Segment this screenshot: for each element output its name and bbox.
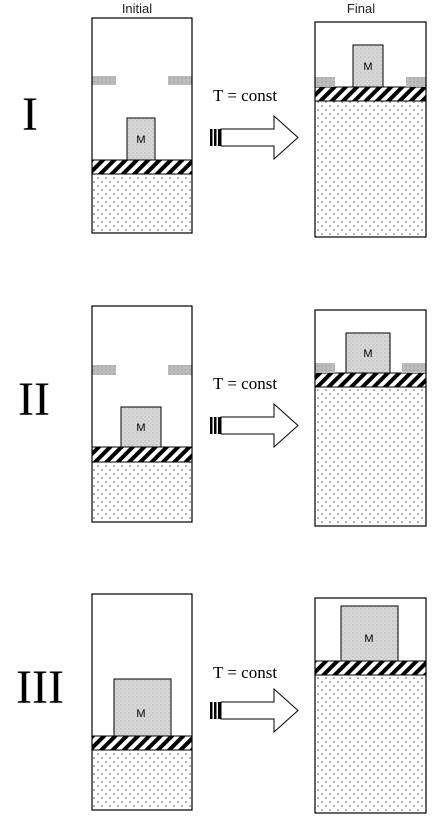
arrow-tail-mark [210,417,213,434]
final-header: Final [347,1,375,16]
mass-block [340,605,399,662]
arrow-tail-mark [218,129,221,146]
piston [91,446,193,463]
gas-region [92,750,192,810]
arrow-tail-mark [210,129,213,146]
row-2: II M T = const M [18,305,427,527]
piston [91,159,193,175]
mass-block [120,406,162,448]
cylinder-wall [91,593,193,811]
mass-block [345,332,391,374]
piston [314,660,427,676]
initial-cylinder-2: M [91,305,193,523]
arrow-tail-mark [218,702,221,719]
row-1: I M T = const M [22,17,427,238]
final-cylinder-2: M [314,309,427,527]
right-stop [168,365,192,375]
row-3: III M T = const M [16,593,427,814]
arrow-icon [220,687,299,734]
arrow-tail-mark [214,417,217,434]
gas-region [92,174,192,233]
right-stop [168,76,192,85]
mass-block [352,44,384,88]
initial-cylinder-1: M [91,17,193,234]
process-label-2: T = const [213,374,277,393]
row-numeral-1: I [22,88,38,141]
gas-region [315,387,426,526]
right-stop [406,77,426,87]
gas-region [315,101,426,237]
initial-header: Initial [122,1,152,16]
left-stop [315,363,335,373]
cylinder-wall [314,21,427,238]
arrow-tail-mark [214,129,217,146]
mass-label: M [363,348,372,360]
process-label-1: T = const [213,86,277,105]
row-numeral-3: III [16,661,64,714]
final-cylinder-1: M [314,21,427,238]
left-stop [92,76,116,85]
cylinder-wall [91,17,193,234]
mass-label: M [136,708,145,720]
mass-label: M [364,633,373,645]
piston [91,735,193,751]
arrow-tail-mark [214,702,217,719]
mass-block [126,117,156,161]
piston [314,372,427,388]
piston [314,86,427,102]
initial-cylinder-3: M [91,593,193,811]
cylinder-wall [91,305,193,523]
arrow-icon [220,114,299,161]
arrow-tail-mark [218,417,221,434]
process-arrow-1: T = const [210,86,299,161]
mass-label: M [363,61,372,73]
final-cylinder-3: M [314,597,427,814]
row-numeral-2: II [18,373,50,426]
left-stop [92,365,116,375]
mass-label: M [136,422,145,434]
right-stop [402,363,426,373]
left-stop [315,77,335,87]
gas-region [315,675,426,813]
arrow-icon [220,402,299,449]
arrow-tail-mark [210,702,213,719]
process-arrow-2: T = const [210,374,299,449]
mass-label: M [136,134,145,146]
cylinder-wall [314,597,427,814]
process-label-3: T = const [213,663,277,682]
mass-block [113,678,172,737]
gas-region [92,462,192,522]
process-arrow-3: T = const [210,663,299,734]
cylinder-wall [314,309,427,527]
